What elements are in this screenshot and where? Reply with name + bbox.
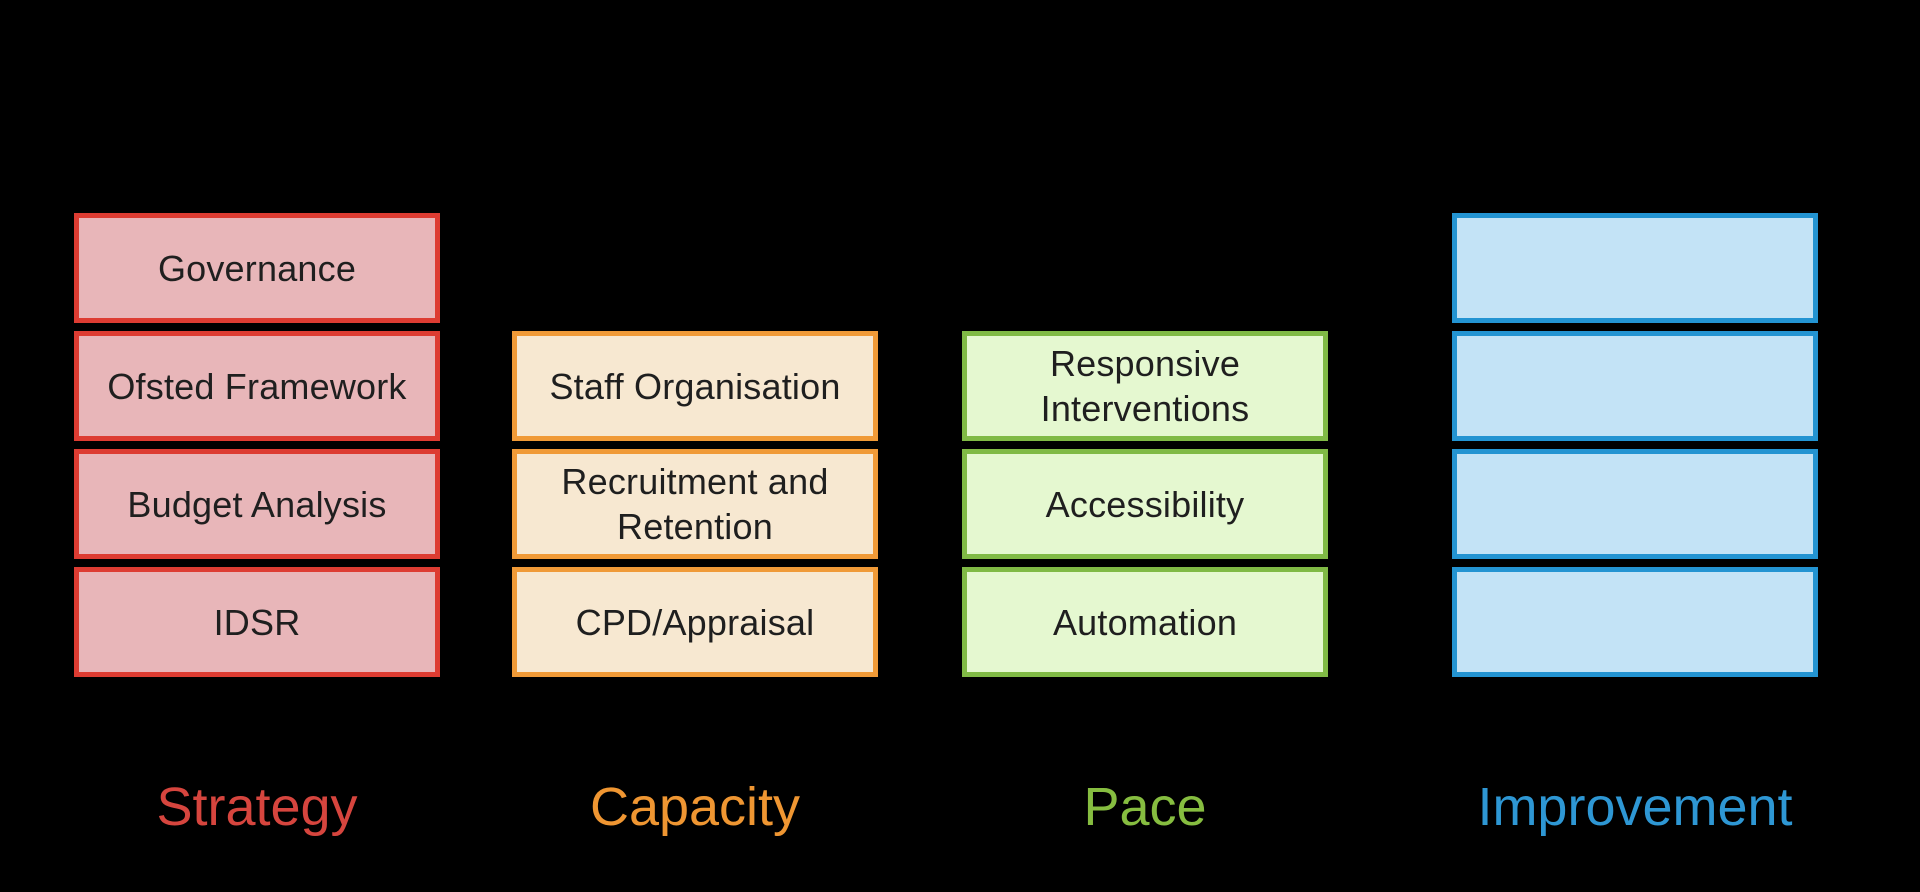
box-idsr-text: IDSR — [213, 601, 301, 643]
box-staff-organisation-text: Staff Organisation — [549, 365, 841, 407]
box-recruitment-and-retention-text: Recruitment and Retention — [561, 461, 829, 547]
box-budget-analysis: Budget Analysis — [74, 449, 440, 559]
box-idsr: IDSR — [74, 567, 440, 677]
box-recruitment-and-retention: Recruitment and Retention — [512, 449, 878, 559]
box-cpd-appraisal: CPD/Appraisal — [512, 567, 878, 677]
column-capacity: Staff Organisation Recruitment and Reten… — [512, 213, 878, 892]
box-responsive-interventions-text: Responsive Interventions — [1040, 343, 1250, 429]
column-improvement: Improvement — [1452, 213, 1818, 892]
box-governance: Governance — [74, 213, 440, 323]
column-pace: Responsive Interventions Accessibility A… — [962, 213, 1328, 892]
box-accessibility-text: Accessibility — [1045, 483, 1245, 525]
column-label-capacity: Capacity — [589, 777, 801, 837]
box-improvement-2 — [1452, 331, 1818, 441]
box-automation-text: Automation — [1052, 601, 1238, 643]
column-strategy: Governance Ofsted Framework Budget Analy… — [74, 213, 440, 892]
box-budget-analysis-text: Budget Analysis — [127, 483, 387, 525]
column-label-strategy: Strategy — [156, 777, 358, 837]
box-governance-text: Governance — [157, 247, 357, 289]
column-label-pace: Pace — [1083, 777, 1207, 837]
box-improvement-3 — [1452, 449, 1818, 559]
box-ofsted-framework-text: Ofsted Framework — [107, 365, 407, 407]
box-staff-organisation: Staff Organisation — [512, 331, 878, 441]
column-label-improvement: Improvement — [1477, 777, 1793, 837]
box-improvement-1 — [1452, 213, 1818, 323]
box-ofsted-framework: Ofsted Framework — [74, 331, 440, 441]
box-cpd-appraisal-text: CPD/Appraisal — [575, 601, 815, 643]
box-automation: Automation — [962, 567, 1328, 677]
box-improvement-4 — [1452, 567, 1818, 677]
box-accessibility: Accessibility — [962, 449, 1328, 559]
box-responsive-interventions: Responsive Interventions — [962, 331, 1328, 441]
